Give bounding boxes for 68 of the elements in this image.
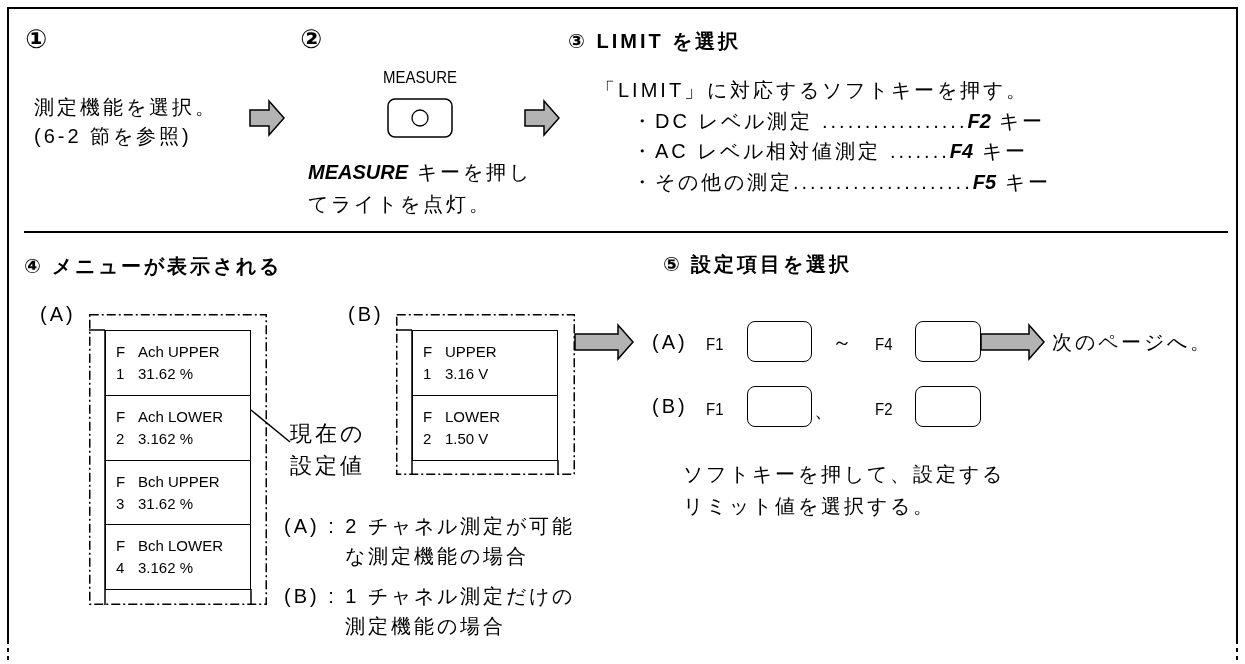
instruction-text: ソフトキーを押して、設定するリミット値を選択する。	[683, 462, 1006, 519]
setting-name: Ach UPPER	[138, 342, 221, 362]
menu-key	[105, 330, 251, 396]
row-label: (B)	[652, 394, 688, 419]
setting-name: Bch LOWER	[138, 536, 225, 556]
function-label: F	[423, 342, 434, 362]
function-label: F	[116, 407, 127, 427]
key-label: F1	[706, 334, 724, 356]
note-text: (B) : 1 チャネル測定だけの測定機能の場合	[284, 584, 576, 639]
block-arrow	[574, 323, 634, 361]
row-label: (A)	[652, 330, 688, 355]
menu-key	[412, 395, 558, 461]
key-label: MEASURE	[383, 68, 457, 88]
menu-frame	[396, 314, 575, 475]
block-arrow	[249, 99, 285, 137]
callout-text: 現在の設定値	[290, 418, 368, 482]
leader-line	[250, 409, 291, 443]
step-heading: ④ メニューが表示される	[24, 254, 283, 279]
menu-key	[105, 395, 251, 461]
instruction-text: 「LIMIT」に対応するソフトキーを押す。	[595, 78, 1030, 103]
function-label: F	[116, 342, 127, 362]
note-text: (A) : 2 チャネル測定が可能な測定機能の場合	[284, 514, 576, 569]
menu-key	[105, 524, 251, 590]
panel-label: (A)	[40, 302, 76, 327]
list-item: ・AC レベル相対値測定 .......F4 キー	[632, 139, 1028, 164]
instruction-text: 次のページへ。	[1044, 327, 1234, 357]
function-label: F	[116, 472, 127, 492]
list-item: ・その他の測定.....................F5 キー	[632, 169, 1051, 195]
instruction-text: MEASURE キーを押してライトを点灯。	[308, 160, 533, 217]
separator: 、	[814, 398, 837, 423]
soft-key	[915, 321, 981, 362]
soft-key	[747, 386, 812, 427]
instruction-text: 測定機能を選択。 (6-2 節を参照)	[34, 93, 250, 151]
block-arrow	[524, 99, 560, 137]
menu-key	[412, 330, 558, 396]
key-number: 1	[116, 364, 126, 384]
list-item: ・DC レベル測定 .................F2 キー	[632, 108, 1046, 134]
key-number: 2	[116, 429, 126, 449]
step-heading: ⑤ 設定項目を選択	[663, 252, 853, 277]
panel-label: (B)	[348, 302, 384, 327]
soft-key	[915, 386, 981, 427]
setting-value: 3.162 %	[138, 558, 195, 578]
menu-frame	[89, 314, 267, 605]
setting-name: UPPER	[445, 342, 498, 362]
setting-name: LOWER	[445, 407, 501, 427]
key-number: 1	[423, 364, 433, 384]
setting-name: Ach LOWER	[138, 407, 225, 427]
setting-value: 3.16 V	[445, 364, 490, 384]
key-label: F2	[875, 399, 893, 421]
range-sign: ～	[832, 330, 855, 355]
key-label: F1	[706, 399, 724, 421]
step-heading: ③ LIMIT を選択	[568, 29, 742, 54]
key-number: 2	[423, 429, 433, 449]
function-label: F	[116, 536, 127, 556]
key-label: F4	[875, 334, 893, 356]
menu-key	[105, 460, 251, 526]
step-number: ①	[25, 24, 50, 54]
function-label: F	[423, 407, 434, 427]
soft-key	[747, 321, 812, 362]
setting-value: 1.50 V	[445, 429, 490, 449]
setting-name: Bch UPPER	[138, 472, 221, 492]
block-arrow	[980, 323, 1045, 361]
key-number: 3	[116, 494, 126, 514]
setting-value: 3.162 %	[138, 429, 195, 449]
setting-value: 31.62 %	[138, 364, 195, 384]
step-number: ②	[300, 24, 325, 54]
setting-value: 31.62 %	[138, 494, 195, 514]
key-number: 4	[116, 558, 126, 578]
